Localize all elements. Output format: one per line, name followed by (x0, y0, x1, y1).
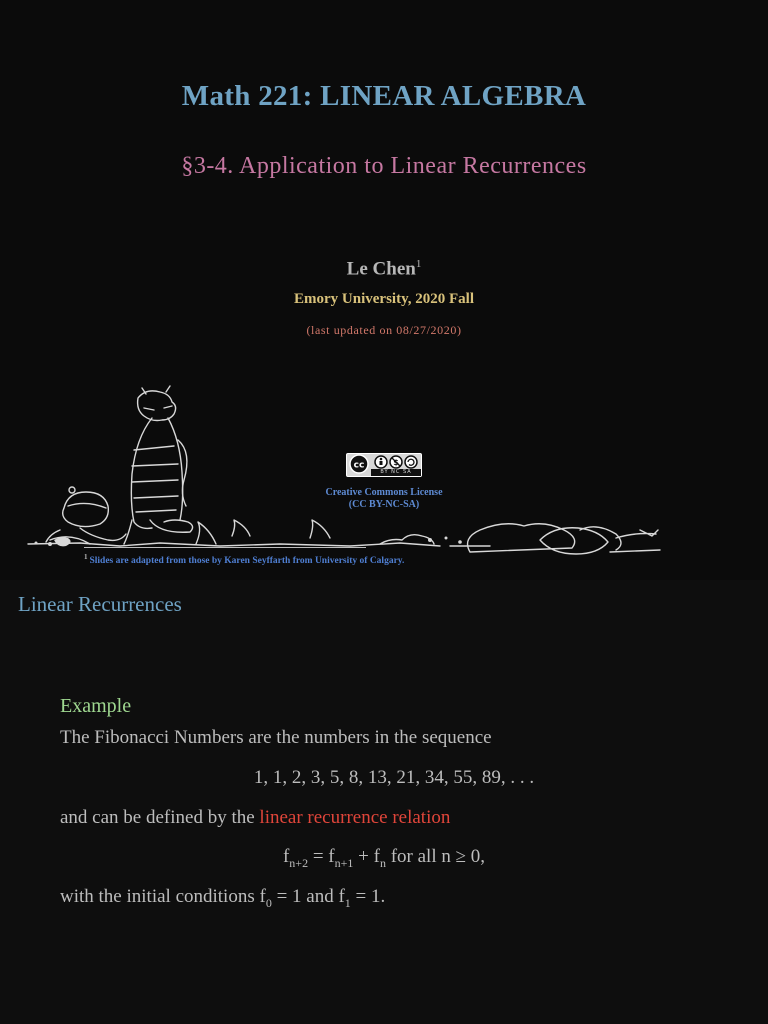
cc-icon: cc $ (349, 454, 418, 474)
institution: Emory University, 2020 Fall (294, 291, 474, 307)
cc-badge-text: BY NC SA (371, 469, 421, 476)
last-updated: (last updated on 08/27/2020) (306, 323, 462, 337)
definition-text: and can be defined by the (60, 807, 260, 828)
license-label: Creative Commons License (CC BY-NC-SA) (284, 487, 484, 511)
section-heading: Linear Recurrences (18, 592, 182, 616)
intro-sentence: The Fibonacci Numbers are the numbers in… (60, 727, 492, 748)
initial-c: = 1. (350, 886, 386, 907)
rec-tail: for all n ≥ 0, (385, 846, 486, 867)
footnote-rule (84, 547, 366, 548)
recurrence-formula: fn+2 = fn+1 + fn for all n ≥ 0, (0, 846, 768, 871)
license-line-1: Creative Commons License (325, 487, 443, 498)
fibonacci-sequence: 1, 1, 2, 3, 5, 8, 13, 21, 34, 55, 89, . … (0, 767, 768, 789)
rec-sub-2: n+1 (334, 855, 354, 870)
footnote-mark: 1 (84, 553, 88, 561)
author: Le Chen1 (0, 258, 768, 280)
definition-sentence: and can be defined by the linear recurre… (60, 807, 450, 829)
sequence-text: 1, 1, 2, 3, 5, 8, 13, 21, 34, 55, 89, . … (253, 767, 535, 788)
title-slide: Math 221: LINEAR ALGEBRA §3-4. Applicati… (0, 80, 768, 567)
author-name: Le Chen (346, 258, 416, 280)
initial-conditions: with the initial conditions f0 = 1 and f… (60, 886, 385, 911)
linear-recurrence-term: linear recurrence relation (259, 807, 451, 828)
cartoon-illustration (27, 385, 661, 555)
initial-sub-1: 1 (344, 895, 351, 910)
initial-b: = 1 and f (271, 886, 345, 907)
rec-sub-3: n (379, 855, 386, 870)
rec-sub-1: n+2 (289, 855, 309, 870)
rec-plus: + f (353, 846, 380, 867)
footnote-text: Slides are adapted from those by Karen S… (89, 556, 405, 567)
author-footnote-mark: 1 (415, 258, 422, 270)
license-line-2: (CC BY-NC-SA) (348, 499, 420, 510)
initial-sub-0: 0 (265, 895, 272, 910)
rec-f: f (282, 846, 290, 867)
rec-eq: = f (308, 846, 335, 867)
svg-text:cc: cc (354, 461, 365, 471)
example-label: Example (60, 695, 132, 717)
initial-a: with the initial conditions f (60, 886, 266, 907)
cc-license-badge: cc $ BY NC SA (346, 453, 422, 477)
course-title: Math 221: LINEAR ALGEBRA (181, 80, 587, 112)
lecture-subtitle: §3-4. Application to Linear Recurrences (181, 153, 587, 179)
